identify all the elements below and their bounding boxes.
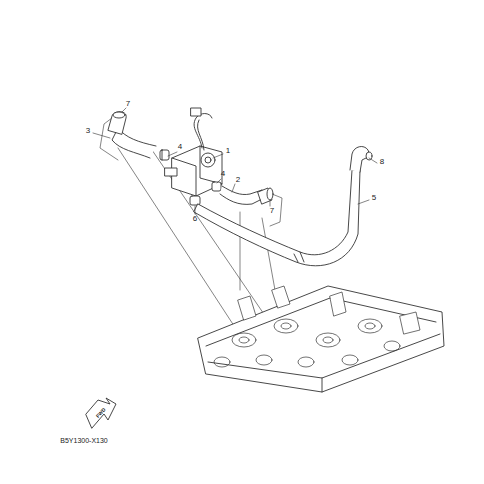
- pipe: [108, 112, 126, 134]
- hose: [220, 186, 264, 204]
- clamp: [160, 150, 169, 160]
- air-cut-valve: [172, 146, 222, 196]
- wire: [194, 114, 212, 149]
- cylinder-head: [198, 286, 444, 392]
- callout-number: 4: [178, 143, 182, 151]
- callout-number: 7: [270, 207, 274, 215]
- clamp: [190, 196, 200, 205]
- diagram-code: B5Y1300-X130: [60, 437, 107, 444]
- hose: [194, 170, 360, 266]
- callout-number: 2: [236, 176, 240, 184]
- callout-number: 7: [126, 100, 130, 108]
- callout-number: 4: [221, 170, 225, 178]
- callout-number: 6: [193, 215, 197, 223]
- callout-number: 5: [372, 194, 376, 202]
- callout-number: 3: [86, 127, 90, 135]
- callout-number: 8: [380, 158, 384, 166]
- assembly-leader: [100, 118, 285, 345]
- callout-number: 1: [226, 147, 230, 155]
- fwd-icon: [86, 398, 116, 428]
- callout-leader: [93, 108, 377, 214]
